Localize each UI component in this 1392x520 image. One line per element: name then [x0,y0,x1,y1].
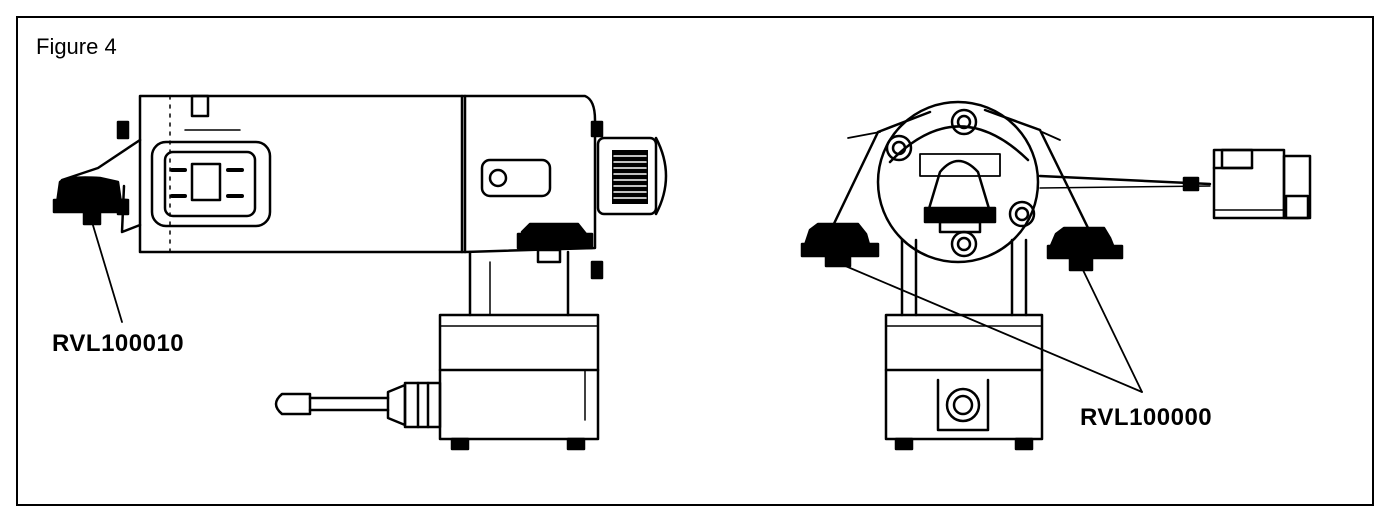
outlet-port [936,378,990,432]
left-isolator-mount [52,176,128,226]
left-isolator-mount-end [800,222,880,268]
bolt-top [950,108,978,136]
end-view-drawing [800,100,1312,451]
stand-column [468,250,570,317]
motor-end-face [876,100,1040,264]
figure-frame [16,16,1374,506]
plug-connector [1212,148,1312,220]
motor-endcap [463,94,597,254]
figure-title: Figure 4 [36,34,117,59]
cable [1038,174,1212,186]
part-label-left: RVL100010 [52,330,185,357]
bolt-bottom [950,230,978,258]
left-bracket [60,138,142,182]
pump-block [438,313,600,441]
side-view-drawing [52,94,668,451]
right-isolator-mount-end [1046,226,1124,272]
bolt-left [885,134,913,162]
bolt-right [1008,200,1036,228]
leader-line-right-a [835,261,1143,393]
pump-block-end [884,313,1044,441]
motor-body [138,94,467,254]
right-isolator-mount-side [516,222,594,264]
connector-housing [150,140,272,228]
solenoid-coil [596,136,658,216]
mounting-ear [480,158,552,198]
hose-tip [274,392,312,416]
hose-fitting [386,383,407,427]
part-label-right: RVL100000 [1080,404,1213,431]
bracket-arms [828,108,1092,234]
connector-socket [190,162,222,202]
port-fitting [945,387,981,423]
leader-line-right-b [1081,267,1143,393]
leader-line-left [91,221,123,323]
central-valve [926,159,992,214]
ear-hole [488,168,508,188]
